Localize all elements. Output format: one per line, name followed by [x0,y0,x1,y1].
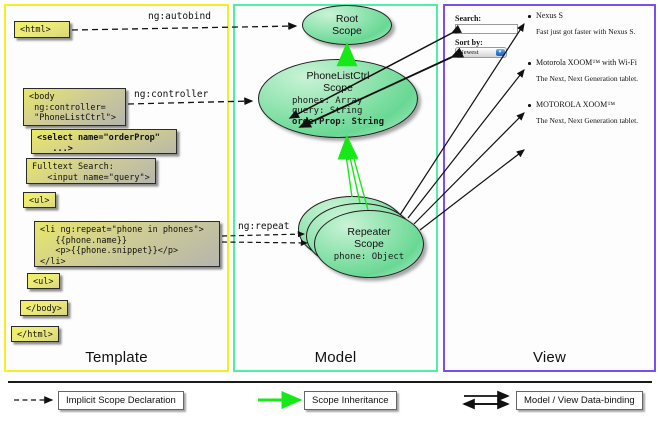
list-bullet-icon [528,104,531,107]
scope-phonelistctrl-props: phones: Array query: String orderProp: S… [292,96,384,128]
list-bullet-icon [528,15,531,18]
code-box-select: <select name="orderProp" ...> [31,129,177,154]
legend-item-implicit-scope-declaration: Implicit Scope Declaration [58,391,184,410]
scope-phonelistctrl-title-1: PhoneListCtrl [306,69,370,82]
view-item-title[interactable]: MOTOROLA XOOM™ [536,100,616,109]
code-box-search-input: Fulltext Search: <input name="query"> [26,158,156,184]
legend-item-scope-inheritance: Scope Inheritance [304,391,397,410]
view-item-title[interactable]: Motorola XOOM™ with Wi-Fi [536,58,637,67]
legend-item-model-view-data-binding: Model / View Data-binding [516,391,643,410]
scope-phonelistctrl-props-bold: orderProp: String [291,116,385,127]
view-item-snippet: Fast just got faster with Nexus S. [536,27,636,36]
chevron-updown-icon[interactable]: ▾ [495,49,505,56]
legend-glyph-model-view-data-binding [462,390,510,410]
view-search-label: Search: [455,14,482,23]
scope-phonelistctrl: PhoneListCtrl Scope phones: Array query:… [258,59,418,138]
column-view-label: View [532,349,567,366]
column-template-label: Template [85,349,148,366]
view-item-title[interactable]: Nexus S [536,11,563,20]
scope-phonelistctrl-title-2: Scope [323,81,353,94]
search-input[interactable] [455,24,518,34]
sort-by-selected-value: Newest [459,49,479,56]
edge-label-ng-controller: ng:controller [134,89,209,100]
code-box-li-repeat: <li ng:repeat="phone in phones"> {{phone… [34,221,220,267]
edge-label-ng-repeat: ng:repeat [238,221,290,232]
view-item-snippet: The Next, Next Generation tablet. [536,116,639,125]
scope-phonelistctrl-props-plain: phones: Array query: String [291,95,363,117]
list-bullet-icon [528,62,531,65]
view-item-snippet: The Next, Next Generation tablet. [536,74,639,83]
view-sort-label: Sort by: [455,38,483,47]
column-template: Template [4,4,229,372]
legend-divider [8,381,652,383]
code-box-body-open: <body ng:controller= "PhoneListCtrl"> [23,88,126,126]
code-box-ul-close: <ul> [27,273,60,289]
column-model-label: Model [314,349,357,366]
code-box-body-close: </body> [20,300,68,316]
edge-label-ng-autobind: ng:autobind [148,11,211,22]
code-box-html-close: </html> [11,326,59,342]
scope-repeater-props: phone: Object [333,251,405,262]
sort-by-select[interactable]: Newest ▾ [455,47,507,58]
scope-root-title-2: Scope [332,25,362,37]
code-box-ul-open: <ul> [23,192,56,208]
scope-root: Root Scope [302,5,392,45]
scope-repeater-title-1: Repeater [347,225,391,238]
scope-repeater-title-2: Scope [354,237,384,250]
scope-root-title-1: Root [335,13,359,25]
scope-repeater: Repeater Scope phone: Object [314,210,424,278]
code-box-html-open: <html> [14,21,70,38]
